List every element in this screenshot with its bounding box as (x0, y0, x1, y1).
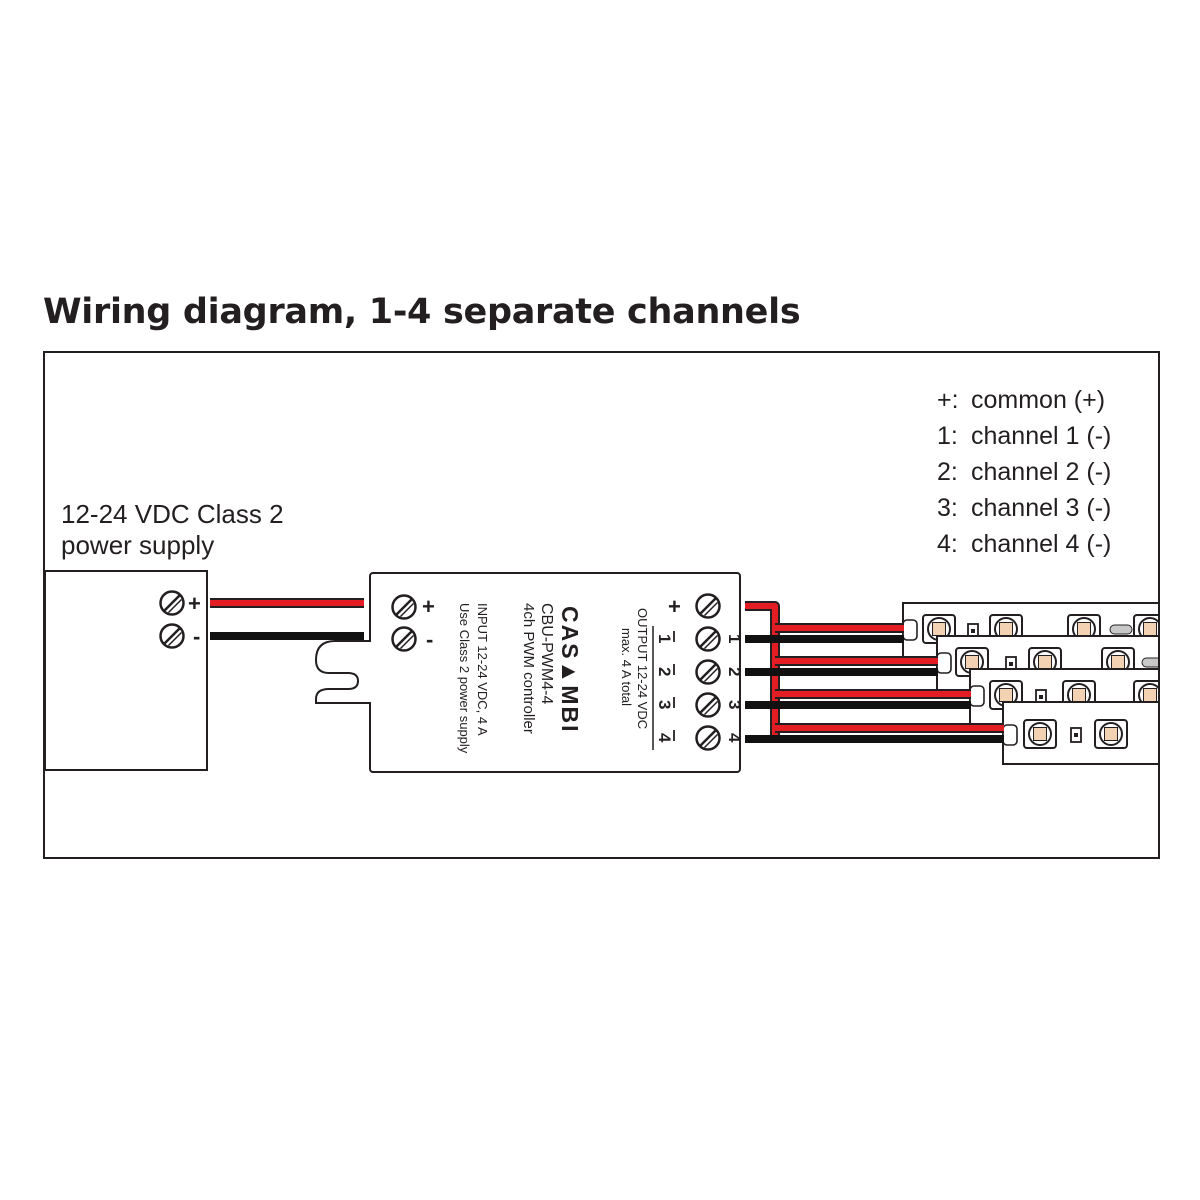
output-spec-line1: OUTPUT 12-24 VDC (635, 608, 650, 729)
psu-terminal-minus-screw-icon (159, 623, 185, 649)
input-terminal-plus-screw-icon (391, 594, 417, 620)
output-terminal-plus-screw-icon (695, 593, 721, 619)
legend-text-common: common (+) (971, 386, 1105, 414)
input-terminal-minus-screw-icon (391, 626, 417, 652)
controller-description: 4ch PWM controller (520, 603, 537, 734)
led-strip-4 (1002, 701, 1158, 765)
output-channel-4-label: 4 (725, 733, 744, 743)
legend-key-channel-4: 4: (937, 530, 958, 558)
psu-plus-label: + (188, 591, 201, 616)
power-supply: 12-24 VDC Class 2 power supply + - (44, 499, 284, 771)
output-terminal-3-screw-icon (695, 692, 721, 718)
output-channel-4-label-inner: 4 (655, 733, 674, 743)
legend-text-channel-3: channel 3 (-) (971, 494, 1111, 522)
legend-text-channel-1: channel 1 (-) (971, 422, 1111, 450)
led-icon (1023, 719, 1057, 749)
controller: + - INPUT 12-24 VDC, 4 A Use Class 2 pow… (314, 572, 744, 773)
output-channel-1-label-inner: 1 (655, 634, 674, 643)
output-channel-3-label-inner: 3 (655, 700, 674, 709)
led-icon (1094, 719, 1128, 749)
psu-terminal-plus-screw-icon (159, 590, 185, 616)
legend-key-common: +: (937, 386, 959, 414)
mounting-tab (314, 640, 370, 704)
legend-key-channel-1: 1: (937, 422, 958, 450)
output-plus-label: + (668, 594, 681, 619)
controller-model: CBU-PWM4-4 (538, 603, 555, 704)
output-terminal-2-screw-icon (695, 659, 721, 685)
input-spec-line1: INPUT 12-24 VDC, 4 A (475, 603, 490, 736)
diagram-title: Wiring diagram, 1-4 separate channels (43, 292, 801, 332)
output-terminal-4-screw-icon (695, 725, 721, 751)
input-minus-label: - (426, 627, 433, 652)
input-spec-line2: Use Class 2 power supply (457, 603, 472, 754)
psu-minus-label: - (193, 624, 200, 649)
output-channel-1-label: 1 (725, 634, 744, 643)
legend: +: common (+) 1: channel 1 (-) 2: channe… (937, 386, 1111, 558)
legend-key-channel-3: 3: (937, 494, 958, 522)
legend-text-channel-4: channel 4 (-) (971, 530, 1111, 558)
output-channel-2-label-inner: 2 (655, 667, 674, 676)
input-wires (210, 598, 364, 640)
output-terminal-1-screw-icon (695, 626, 721, 652)
output-wires (745, 601, 1004, 743)
output-channel-2-label: 2 (725, 667, 744, 676)
output-channel-3-label: 3 (725, 700, 744, 709)
power-supply-label-line1: 12-24 VDC Class 2 (61, 499, 284, 529)
brand-logo: CAS▲MBI (557, 606, 583, 733)
legend-text-channel-2: channel 2 (-) (971, 458, 1111, 486)
legend-key-channel-2: 2: (937, 458, 958, 486)
power-supply-label-line2: power supply (61, 530, 214, 560)
input-plus-label: + (422, 594, 435, 619)
output-spec-line2: max. 4 A total (619, 628, 634, 706)
